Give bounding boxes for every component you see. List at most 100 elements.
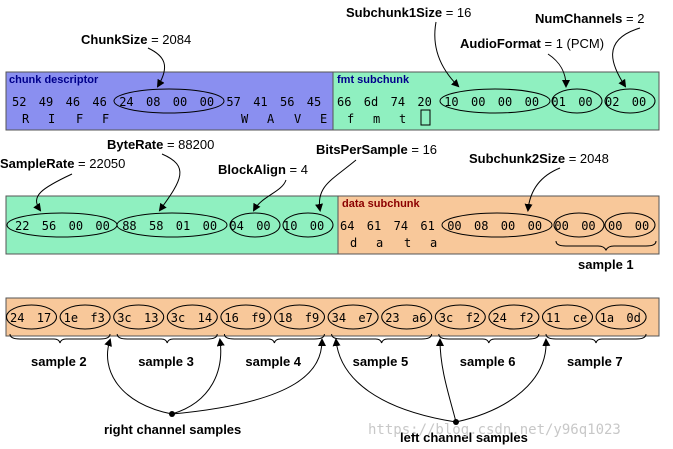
descriptor-hex-byte: 45	[307, 95, 321, 109]
data-hex-byte: 08	[474, 219, 488, 233]
subchunk1-size-callout: Subchunk1Size = 16	[346, 5, 471, 20]
fmt-hex-byte: 20	[417, 95, 431, 109]
descriptor-hex-byte: 46	[66, 95, 80, 109]
data-hex-byte: 61	[367, 219, 381, 233]
data-ascii-char: a	[376, 236, 383, 250]
left-arrow-1	[332, 338, 457, 423]
left-arrow-2	[436, 338, 457, 423]
data-hex-byte: 00	[528, 219, 542, 233]
fmt-hex-byte: 00	[471, 95, 485, 109]
descriptor-ascii-char: R	[22, 112, 30, 126]
descriptor-ascii-char: I	[48, 112, 55, 126]
sample-hex-byte: 24	[10, 311, 24, 325]
sample-hex-byte: e7	[358, 311, 372, 325]
subchunk1-size-arrow	[434, 21, 460, 88]
sample-hex-byte: 34	[332, 311, 346, 325]
sample-byte-pair-ellipse	[434, 304, 486, 330]
fmt2-hex-byte: 58	[149, 219, 163, 233]
sample-byte-pair-ellipse	[488, 304, 540, 330]
sample-byte-pair-ellipse	[381, 304, 433, 330]
fmt-ascii-char: m	[373, 112, 380, 126]
block-align-callout: BlockAlign = 4	[218, 162, 308, 177]
sample-hex-byte: a6	[412, 311, 426, 325]
audio-format-ellipse	[551, 88, 603, 114]
subchunk2-size-arrow	[524, 167, 561, 212]
sample-rate-arrow	[33, 173, 73, 212]
fmt2-hex-byte: 00	[203, 219, 217, 233]
descriptor-ascii-char: A	[267, 112, 275, 126]
sample-byte-pair-ellipse	[274, 304, 325, 330]
descriptor-ascii-char: E	[320, 112, 327, 126]
descriptor-hex-byte: 49	[39, 95, 53, 109]
data-ascii-char: d	[350, 236, 357, 250]
chunk-size-ellipse	[113, 88, 225, 114]
sample1-brace	[555, 240, 657, 252]
subchunk2-size-callout: Subchunk2Size = 2048	[469, 151, 609, 166]
sample-hex-byte: 13	[144, 311, 158, 325]
left-arrow-3	[455, 338, 551, 423]
fmt-ascii-char: t	[399, 112, 406, 126]
bits-per-sample-arrow	[315, 159, 357, 212]
chunk-size-callout: ChunkSize = 2084	[81, 32, 191, 47]
fmt-ascii-char: f	[347, 112, 354, 126]
data-subchunk-title: data subchunk	[342, 198, 421, 210]
fmt2-hex-byte: 04	[229, 219, 243, 233]
sample-hex-byte: 18	[278, 311, 292, 325]
sample1-right-ellipse	[604, 212, 656, 238]
audio-format-arrow	[547, 53, 570, 88]
byte-rate-callout: ByteRate = 88200	[107, 137, 214, 152]
fmt-hex-byte: 00	[578, 95, 592, 109]
sample-hex-byte: 11	[546, 311, 560, 325]
sample-byte-pair-ellipse	[6, 304, 57, 330]
sample-hex-byte: 24	[492, 311, 506, 325]
descriptor-hex-byte: 56	[280, 95, 294, 109]
subchunk1-size-ellipse	[439, 88, 551, 114]
sample-hex-byte: f2	[466, 311, 480, 325]
right-arrow-2	[171, 338, 225, 415]
byte-rate-ellipse	[116, 212, 228, 238]
right-arrow-1	[104, 338, 173, 415]
data-hex-byte: 00	[608, 219, 622, 233]
descriptor-ascii-char: W	[241, 112, 249, 126]
descriptor-hex-byte: 00	[200, 95, 214, 109]
sample-hex-byte: 3c	[439, 311, 453, 325]
sample-hex-byte: 1a	[600, 311, 614, 325]
data-ascii-char: a	[430, 236, 437, 250]
right-channel-label: right channel samples	[104, 422, 241, 437]
sample-hex-byte: f9	[251, 311, 265, 325]
fmt-hex-byte: 74	[391, 95, 405, 109]
data-hex-byte: 00	[581, 219, 595, 233]
fmt2-hex-byte: 00	[69, 219, 83, 233]
sample-ellipse-group	[6, 304, 647, 330]
sample-hex-byte: f3	[90, 311, 104, 325]
fmt2-hex-byte: 00	[95, 219, 109, 233]
fmt2-hex-byte: 56	[42, 219, 56, 233]
descriptor-ascii-char: V	[294, 112, 301, 126]
data-ascii-char: t	[404, 236, 411, 250]
fmt-hex-byte: 00	[498, 95, 512, 109]
left-channel-label: left channel samples	[400, 430, 528, 445]
fmt-hex-byte: 00	[632, 95, 646, 109]
descriptor-hex-byte: 46	[92, 95, 106, 109]
sample-brace	[116, 333, 218, 344]
fmt-hex-byte: 02	[605, 95, 619, 109]
watermark: https://blog.csdn.net/y96q1023	[368, 422, 621, 438]
sample-hex-byte: 16	[224, 311, 238, 325]
fmt2-hex-byte: 00	[256, 219, 270, 233]
audio-format-callout: AudioFormat = 1 (PCM)	[460, 36, 604, 51]
chunk-descriptor-box	[5, 71, 334, 131]
sample-label: sample 3	[138, 354, 194, 369]
data-hex-byte: 61	[420, 219, 434, 233]
sample-byte-pair-ellipse	[220, 304, 272, 330]
num-channels-callout: NumChannels = 2	[535, 11, 644, 26]
num-channels-ellipse	[604, 88, 656, 114]
descriptor-hex-byte: 00	[173, 95, 187, 109]
